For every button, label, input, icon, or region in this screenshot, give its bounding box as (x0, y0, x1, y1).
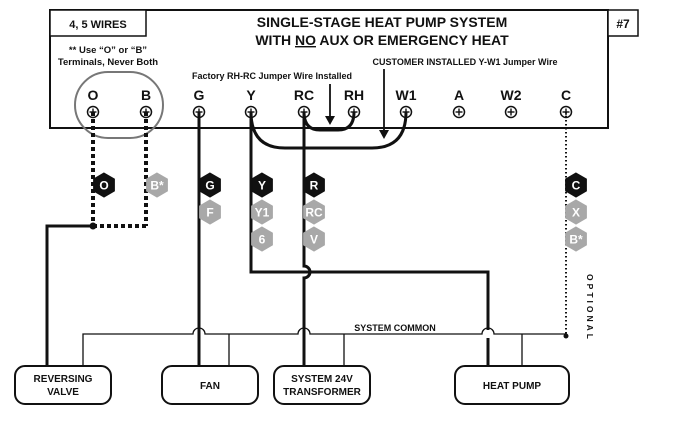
wire-tag-y-2: 6 (251, 226, 273, 252)
y-wire (249, 112, 490, 366)
wire-tag-c-2: B* (565, 226, 587, 252)
wire-tag-rc-0: R (303, 172, 325, 198)
wire-tag-y-2-label: 6 (259, 233, 266, 247)
terminal-label-g: G (194, 87, 205, 103)
wire-tag-rc-2: V (303, 226, 325, 252)
system-common-wire (82, 327, 566, 366)
terminal-label-a: A (454, 87, 464, 103)
wire-tag-y-1: Y1 (251, 199, 273, 225)
wires-label: 4, 5 WIRES (69, 19, 126, 31)
terminal-screw-a-icon (452, 105, 466, 119)
wire-tag-o-0-label: O (99, 179, 108, 193)
transformer-box (273, 365, 371, 405)
reversing-valve-label-line2: VALVE (47, 387, 79, 398)
wire-tag-rc-1-label: RC (305, 206, 323, 220)
wire-tag-g-0-label: G (205, 179, 214, 193)
rh-rc-jumper-wire (302, 111, 356, 132)
wire-tag-c-0-label: C (572, 179, 581, 193)
system-common-label: SYSTEM COMMON (354, 323, 436, 333)
heat-pump-box (454, 365, 570, 405)
diagram-number: #7 (616, 17, 630, 31)
ob-group-outline (74, 71, 164, 139)
wire-tag-c-1-label: X (572, 206, 580, 220)
reversing-valve-feed-wire (45, 224, 93, 366)
terminal-label-rc: RC (294, 87, 314, 103)
heat-pump-label: HEAT PUMP (483, 381, 541, 392)
terminal-screw-w2-icon (504, 105, 518, 119)
wire-tag-y-0-label: Y (258, 179, 266, 193)
y-w1-jumper-wire (249, 111, 408, 150)
terminal-label-rh: RH (344, 87, 364, 103)
terminal-label-w2: W2 (501, 87, 522, 103)
terminal-label-c: C (561, 87, 571, 103)
customer-jumper-note: CUSTOMER INSTALLED Y-W1 Jumper Wire (373, 57, 558, 67)
diagram-number-box (607, 9, 639, 37)
wire-tag-g-1-label: F (206, 206, 213, 220)
wire-tag-rc-0-label: R (310, 179, 319, 193)
factory-jumper-arrow-head (325, 116, 335, 125)
reversing-valve-box (14, 365, 112, 405)
wire-tag-g-1: F (199, 199, 221, 225)
wire-tag-b-0-label: B* (150, 179, 164, 193)
terminal-label-b: B (141, 87, 151, 103)
rc-wire (302, 112, 312, 366)
wire-tag-c-2-label: B* (569, 233, 583, 247)
transformer-label-line1: SYSTEM 24V (291, 374, 353, 385)
wire-tag-c-1: X (565, 199, 587, 225)
reversing-valve-label-line1: REVERSING (34, 374, 93, 385)
wire-tag-group: O B* GF Y Y1 6 R RC V CX B* (93, 172, 587, 252)
customer-jumper-arrow-head (379, 130, 389, 139)
factory-jumper-note: Factory RH-RC Jumper Wire Installed (192, 71, 352, 81)
wire-tag-y-0: Y (251, 172, 273, 198)
wire-tag-y-1-label: Y1 (255, 206, 270, 220)
wire-tag-rc-1: RC (303, 199, 325, 225)
optional-label: OPTIONAL (585, 274, 595, 342)
fan-label: FAN (200, 381, 220, 392)
transformer-label-line2: TRANSFORMER (283, 387, 362, 398)
wires-label-box (49, 9, 147, 37)
wire-tag-c-0: C (565, 172, 587, 198)
wire-tag-o-0: O (93, 172, 115, 198)
optional-text: OPTIONAL (585, 274, 595, 342)
diagram-title-line2: WITH NO AUX OR EMERGENCY HEAT (255, 32, 509, 48)
terminal-label-group: O B G Y RC RH W1 A W2 C (88, 87, 572, 103)
ob-note-line2: Terminals, Never Both (58, 57, 158, 68)
terminal-label-w1: W1 (396, 87, 417, 103)
wire-tag-g-0: G (199, 172, 221, 198)
terminal-label-o: O (88, 87, 99, 103)
wire-tag-b-0: B* (146, 172, 168, 198)
terminal-label-y: Y (246, 87, 256, 103)
c-wire-junction (563, 333, 569, 339)
fan-box (161, 365, 259, 405)
wire-tag-rc-2-label: V (310, 233, 318, 247)
ob-note-line1: ** Use “O” or “B” (69, 45, 147, 56)
diagram-title-line1: SINGLE-STAGE HEAT PUMP SYSTEM (257, 14, 507, 30)
